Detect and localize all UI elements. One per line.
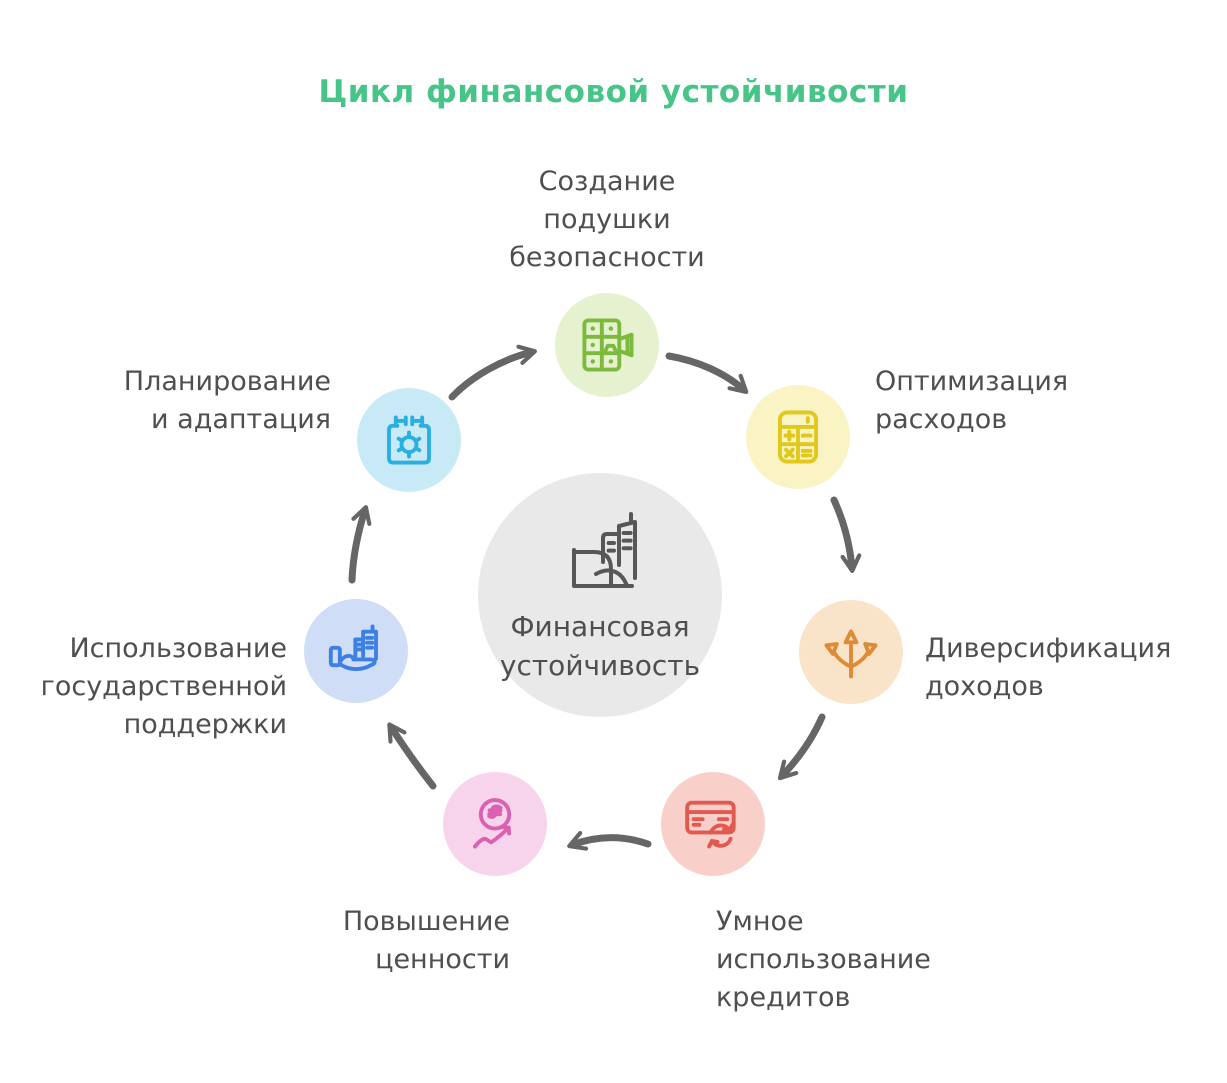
- arrow-credit-to-value: [567, 830, 652, 851]
- node-smart-credit-use: [661, 772, 765, 876]
- branching-arrows-icon: [824, 629, 878, 679]
- arrow-value-to-support: [387, 722, 437, 790]
- label-state-support: Использование государственной поддержки: [40, 633, 287, 740]
- label-income-diversification: Диверсификация доходов: [925, 633, 1172, 702]
- calculator-icon: [777, 410, 819, 464]
- calendar-sun-icon: [387, 415, 431, 465]
- arrow-optimization-to-diversification: [830, 496, 862, 574]
- node-income-diversification: [799, 600, 903, 704]
- safe-deposit-boxes-icon: [582, 318, 634, 372]
- node-safety-cushion: [555, 293, 659, 397]
- arrow-cushion-to-optimization: [665, 352, 749, 395]
- arrow-diversification-to-credit: [777, 713, 826, 781]
- buildings-hand-icon: [572, 512, 637, 588]
- node-state-support: [304, 599, 408, 703]
- label-expense-optimization: Оптимизация расходов: [875, 366, 1069, 435]
- node-value-increase: [443, 772, 547, 876]
- credit-card-refresh-icon: [685, 800, 736, 849]
- label-value-increase: Повышение ценности: [342, 906, 510, 975]
- center-node-financial-stability: Финансовая устойчивость: [478, 473, 722, 717]
- label-planning-adaptation: Планирование и адаптация: [123, 366, 331, 435]
- label-smart-credit-use: Умное использование кредитов: [716, 906, 931, 1013]
- coin-growth-icon: [473, 798, 512, 849]
- node-planning-adaptation: [357, 388, 461, 492]
- hand-buildings-icon: [328, 624, 378, 671]
- node-expense-optimization: [746, 385, 850, 489]
- label-safety-cushion: Создание подушки безопасности: [509, 166, 705, 273]
- center-label: Финансовая устойчивость: [499, 610, 701, 682]
- arrow-support-to-planning: [348, 505, 372, 584]
- page-title: Цикл финансовой устойчивости: [318, 74, 909, 110]
- arrow-planning-to-cushion: [448, 344, 537, 401]
